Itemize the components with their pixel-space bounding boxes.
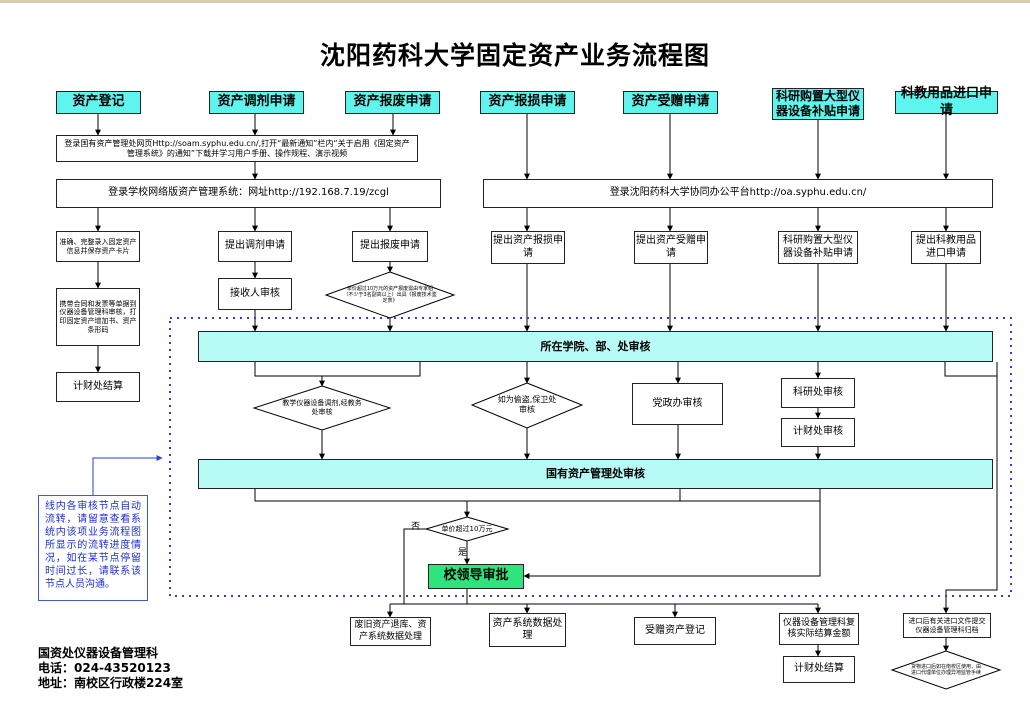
teaching-review-diamond: 教学仪器设备调剂,经教务处审核	[282, 399, 362, 416]
login-oa-platform: 登录沈阳药科大学协同办公平台http://oa.syphu.edu.cn/	[483, 179, 993, 208]
state-asset-review-bar: 国有资产管理处审核	[198, 459, 993, 489]
header-import: 科教用品进口申请	[895, 86, 998, 118]
workflow-note: 线内各审核节点自动流转，请留意查看系统内该项业务流程图所显示的流转进度情况，如在…	[38, 495, 148, 601]
footer-phone: 电话：024-43520123	[38, 661, 171, 675]
login-asset-system: 登录学校网络版资产管理系统：网址http://192.168.7.19/zcgl	[56, 179, 441, 208]
contact-info: 国资处仪器设备管理科 电话：024-43520123 地址：南校区行政楼224室	[38, 646, 183, 691]
research-subsidy-apply: 科研购置大型仪器设备补贴申请	[778, 231, 858, 264]
scrap-expert-note: 单价超过10万元的资产报废需由专家组（不少于3名副高以上）出具《报废技术鉴定表》	[343, 285, 437, 305]
donation-registration: 受赠资产登记	[634, 617, 716, 645]
decision-no-label: 否	[411, 522, 421, 532]
guide-box: 登录国有资产管理处网页Http://soam.syphu.edu.cn/,打开“…	[56, 135, 418, 162]
college-review-bar: 所在学院、部、处审核	[198, 331, 993, 362]
header-asset-scrap: 资产报废申请	[345, 91, 440, 114]
transfer-apply: 提出调剂申请	[218, 231, 292, 262]
research-office-review: 科研处审核	[781, 378, 855, 408]
header-asset-loss: 资产报损申请	[480, 91, 575, 114]
decision-yes-label: 是	[458, 548, 468, 558]
footer-org: 国资处仪器设备管理科	[38, 646, 159, 660]
loss-apply: 提出资产报损申请	[491, 231, 565, 264]
import-supervision-note: 货物进口后如在南校区使用，由进口代理单位办理异地监管手续	[910, 663, 981, 676]
page-title: 沈阳药科大学固定资产业务流程图	[319, 41, 710, 70]
header-research-equipment: 科研购置大型仪器设备补贴申请	[772, 88, 864, 120]
footer-address: 地址：南校区行政楼224室	[38, 676, 184, 690]
theft-review-diamond: 如为偷盗,保卫处审核	[497, 395, 557, 414]
top-rule	[0, 0, 1030, 3]
register-step-settle: 计财处结算	[56, 372, 140, 402]
header-asset-register: 资产登记	[56, 91, 141, 114]
donation-apply: 提出资产受赠申请	[634, 231, 708, 264]
threshold-diamond: 单价超过10万元	[441, 524, 493, 533]
import-apply: 提出科教用品进口申请	[911, 231, 981, 264]
equipment-recheck: 仪器设备管理科复核实际结算金额	[779, 613, 859, 645]
import-archive: 进口后有关进口文件提交仪器设备管理科归档	[903, 613, 991, 638]
scrap-result: 废旧资产退库、资产系统数据处理	[350, 617, 431, 646]
party-office-review: 党政办审核	[632, 383, 723, 425]
register-step-audit: 携带合同和发票等单据到仪器设备管理科审核，打印固定资产增加书、资产条形码	[56, 288, 140, 346]
finance-settlement: 计财处结算	[783, 656, 855, 683]
transfer-receiver-review: 接收人审核	[218, 278, 292, 310]
finance-review: 计财处审核	[781, 418, 855, 447]
header-asset-donation: 资产受赠申请	[623, 91, 718, 114]
header-asset-transfer: 资产调剂申请	[209, 91, 304, 114]
register-step-entry: 准确、完整录入固定资产信息并保存资产卡片	[56, 231, 140, 262]
scrap-apply: 提出报废申请	[352, 231, 428, 262]
leader-approval: 校领导审批	[428, 564, 524, 589]
system-data-processing: 资产系统数据处理	[489, 613, 566, 647]
